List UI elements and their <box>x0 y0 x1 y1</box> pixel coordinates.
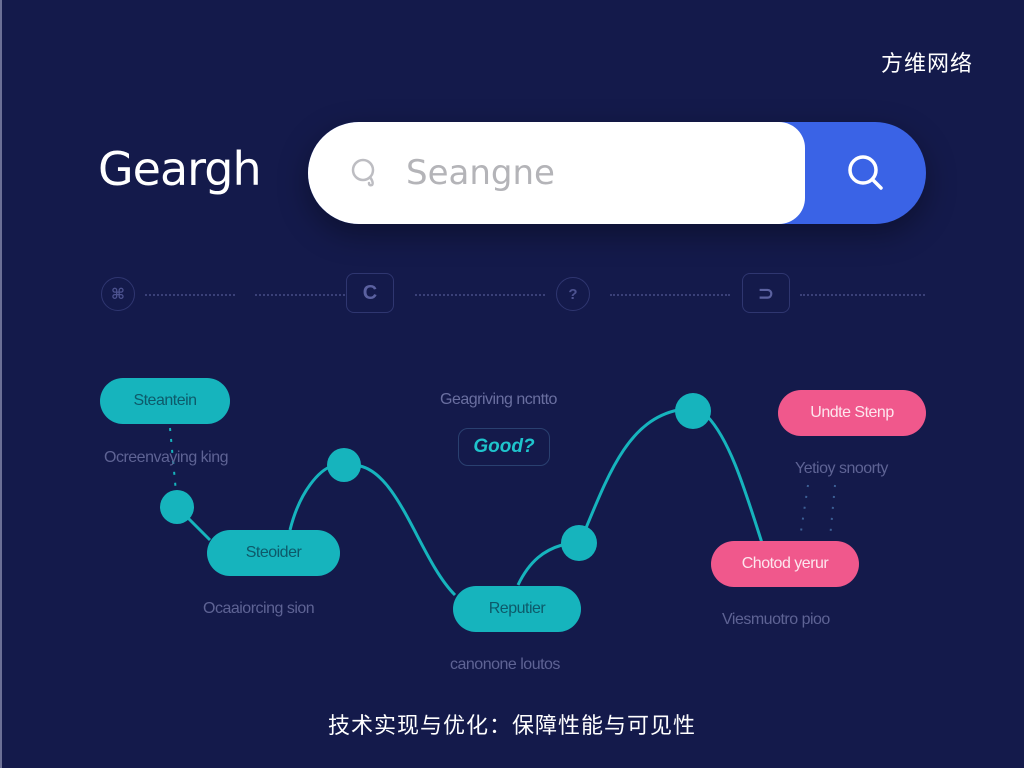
left-edge <box>0 0 2 768</box>
flow-node-dot[interactable] <box>327 448 361 482</box>
dotted-connector <box>610 294 730 296</box>
flow-node-5[interactable]: Chotod yerur <box>711 541 859 587</box>
settings-circle-icon[interactable]: ⌘ <box>101 277 135 311</box>
app-logo[interactable]: Geargh <box>98 142 262 196</box>
dotted-connector <box>145 294 235 296</box>
dotted-connector <box>415 294 545 296</box>
flow-node-3[interactable]: Reputier <box>453 586 581 632</box>
flow-node-2-caption: Ocaaiorcing sion <box>203 600 315 617</box>
flow-node-dot[interactable] <box>561 525 597 561</box>
dotted-connector <box>800 294 925 296</box>
flow-node-1-caption: Ocreenvaying king <box>104 449 229 466</box>
flow-node-dot[interactable] <box>160 490 194 524</box>
subset-square-icon[interactable]: ⊃ <box>742 273 790 313</box>
dotted-connector <box>255 294 345 296</box>
flow-node-4[interactable]: Undte Stenp <box>778 390 926 436</box>
footer-title: 技术实现与优化：保障性能与可见性 <box>327 714 696 739</box>
flow-node-3-caption: canonone loutos <box>450 656 560 673</box>
flow-node-5-caption: Viesmuotro pioo <box>722 611 830 628</box>
center-badge[interactable]: Good? <box>458 428 550 466</box>
c-square-icon[interactable]: C <box>346 273 394 313</box>
flow-node-4-caption: Yetioy snoorty <box>795 460 888 477</box>
search-input[interactable] <box>406 153 786 193</box>
flow-node-dot[interactable] <box>675 393 711 429</box>
center-caption: Geagriving ncntto <box>440 391 557 408</box>
search-button[interactable] <box>805 122 926 224</box>
help-circle-icon[interactable]: ? <box>556 277 590 311</box>
watermark: 方维网络 <box>881 52 974 77</box>
search-field[interactable] <box>308 122 805 224</box>
search-bar <box>308 122 926 224</box>
flow-node-1[interactable]: Steantein <box>100 378 230 424</box>
flow-node-2[interactable]: Steoider <box>207 530 340 576</box>
search-icon <box>847 155 883 190</box>
search-icon <box>351 158 375 187</box>
